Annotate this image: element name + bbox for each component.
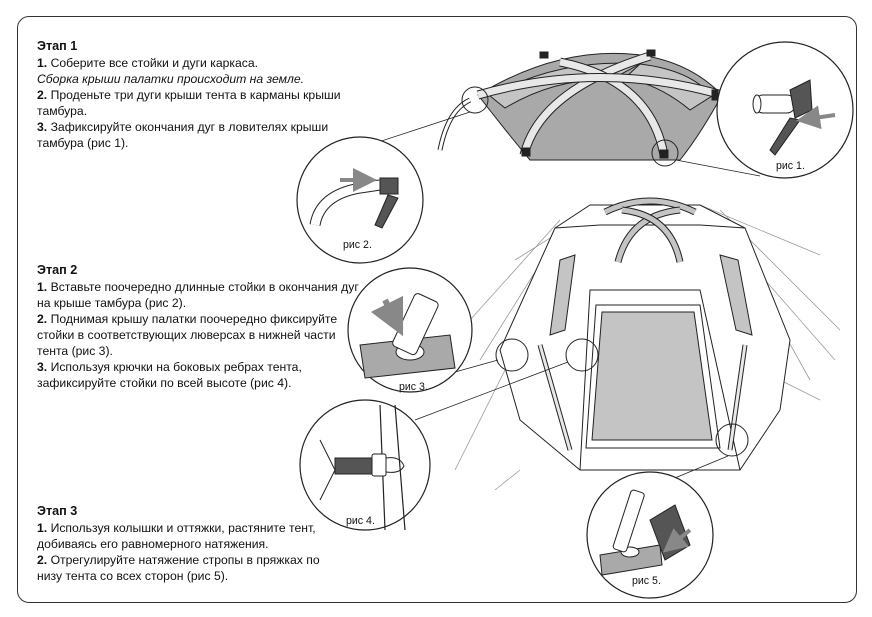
figure-1-detail xyxy=(716,41,854,179)
page-frame xyxy=(17,16,857,603)
stage-2-line: стойки в соответствующих люверсах в нижн… xyxy=(37,328,336,342)
stage-3-instructions: Этап 3 1. Используя колышки и оттяжки, р… xyxy=(37,503,320,584)
stage-1-line: 1. Соберите все стойки и дуги каркаса. xyxy=(37,56,259,70)
stage-1-line: Сборка крыши палатки происходит на земле… xyxy=(37,72,305,86)
stage-2-instructions: Этап 2 1. Вставьте поочередно длинные ст… xyxy=(37,262,359,391)
figure-5-caption: рис 5. xyxy=(632,575,661,587)
stage-3-line: 1. Используя колышки и оттяжки, растянит… xyxy=(37,521,316,535)
tent-drawing xyxy=(424,197,841,491)
figure-5-detail xyxy=(586,471,714,599)
stage-3-line: добиваясь его равномерного натяжения. xyxy=(37,537,269,551)
figure-4-detail xyxy=(299,399,431,531)
stage-1-line: тамбура. xyxy=(37,104,88,118)
figure-2-detail xyxy=(296,136,424,264)
figure-2-caption: рис 2. xyxy=(343,239,372,251)
figure-4-caption: рис 4. xyxy=(346,515,375,527)
stage-2-line: 3. Используя крючки на боковых ребрах те… xyxy=(37,360,302,374)
stage-3-line: 2. Отрегулируйте натяжение стропы в пряж… xyxy=(37,553,320,567)
roof-assembly-drawing xyxy=(437,49,724,161)
figure-3-caption: рис 3. xyxy=(399,381,428,393)
stage-2-line: зафиксируйте стойки по всей высоте (рис … xyxy=(37,376,292,390)
stage-2-title: Этап 2 xyxy=(37,263,78,277)
stage-2-line: 2. Поднимая крышу палатки поочередно фик… xyxy=(37,312,338,326)
figure-3-detail xyxy=(347,267,473,393)
stage-1-line: 3. Зафиксируйте окончания дуг в ловителя… xyxy=(37,120,329,134)
stage-3-line: низу тента со всех сторон (рис 5). xyxy=(37,569,229,583)
stage-1-line: тамбура (рис 1). xyxy=(37,136,129,150)
stage-2-line: тента (рис 3). xyxy=(37,344,113,358)
stage-2-line: 1. Вставьте поочередно длинные стойки в … xyxy=(37,280,359,294)
figure-1-caption: рис 1. xyxy=(776,160,805,172)
stage-1-title: Этап 1 xyxy=(37,39,78,53)
stage-1-instructions: Этап 1 1. Соберите все стойки и дуги кар… xyxy=(37,38,341,151)
stage-2-line: на крыше тамбура (рис 2). xyxy=(37,296,187,310)
stage-1-line: 2. Проденьте три дуги крыши тента в карм… xyxy=(37,88,341,102)
stage-3-title: Этап 3 xyxy=(37,504,78,518)
